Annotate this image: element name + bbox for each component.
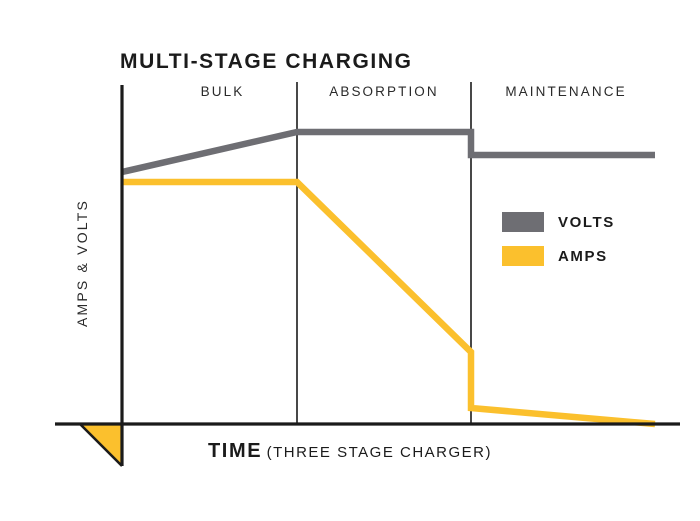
legend-item-amps: AMPS (502, 239, 615, 273)
series-line-volts (121, 128, 655, 176)
x-axis-label-sub: (THREE STAGE CHARGER) (266, 444, 493, 461)
series-line-amps (122, 178, 656, 428)
stage-label-maintenance: MAINTENANCE (505, 84, 627, 99)
legend: VOLTS AMPS (502, 205, 615, 273)
x-axis-label: TIME (THREE STAGE CHARGER) (0, 440, 700, 463)
legend-item-volts: VOLTS (502, 205, 615, 239)
legend-label-volts: VOLTS (558, 213, 615, 231)
origin-triangle-hypotenuse (79, 423, 123, 467)
legend-label-amps: AMPS (558, 247, 608, 265)
legend-swatch-volts (502, 212, 544, 232)
x-axis-label-main: TIME (207, 440, 263, 462)
legend-swatch-amps (502, 246, 544, 266)
stage-label-bulk: BULK (200, 84, 245, 99)
stage-label-absorption: ABSORPTION (329, 84, 439, 99)
page-title: MULTI-STAGE CHARGING (120, 50, 413, 73)
